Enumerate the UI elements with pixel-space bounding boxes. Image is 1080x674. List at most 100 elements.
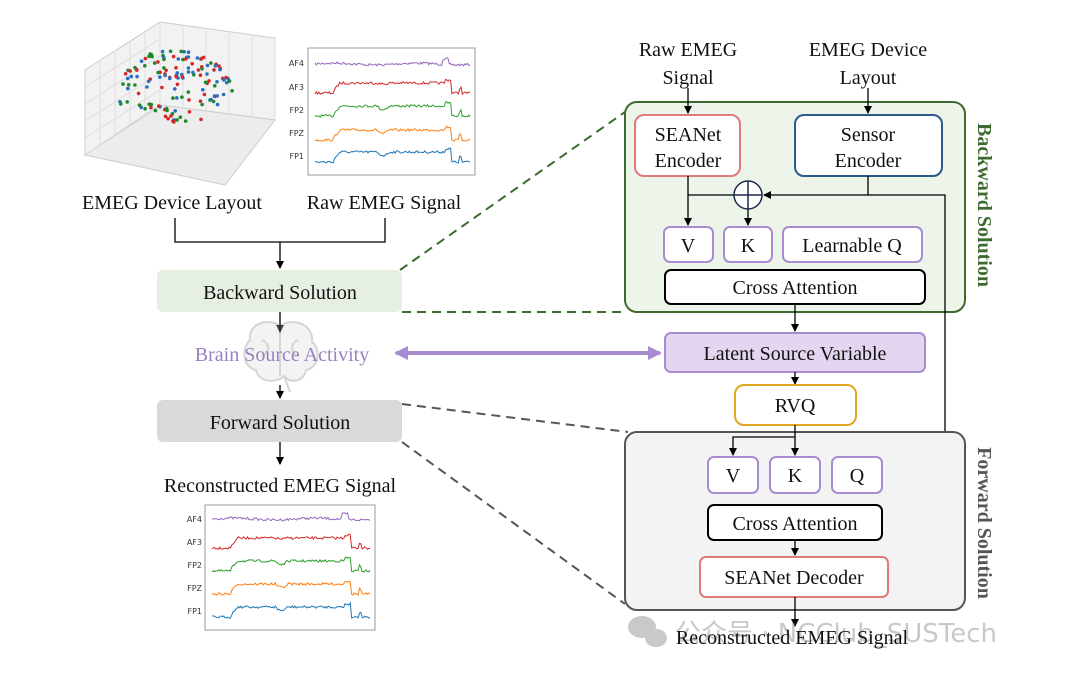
signal-trace <box>314 125 471 142</box>
sensor-point <box>158 75 162 79</box>
k-label: K <box>788 465 803 487</box>
sensor-point <box>174 74 178 79</box>
channel-label: FP2 <box>289 106 304 115</box>
signal-trace <box>314 147 471 164</box>
sensor-point <box>126 86 130 91</box>
cross-attention-label: Cross Attention <box>732 513 857 535</box>
grid-line <box>84 38 161 88</box>
grid-line <box>84 106 161 156</box>
sensor-point <box>215 102 220 107</box>
sensor-point <box>152 61 157 65</box>
sensor-point <box>209 61 213 65</box>
sensor-point <box>119 102 123 106</box>
signal-trace <box>211 533 371 550</box>
channel-label: FPZ <box>289 129 304 138</box>
sensor-point <box>224 75 228 80</box>
sensor-point <box>196 68 201 72</box>
sensor-point <box>126 83 131 87</box>
sensor-point <box>135 68 139 72</box>
sensor-point <box>163 114 168 119</box>
wechat-icon <box>628 616 667 647</box>
rvq-label: RVQ <box>775 395 816 417</box>
sensor-point <box>217 64 221 68</box>
arrow <box>729 436 795 456</box>
brain-source-activity-label: Brain Source Activity <box>195 344 369 366</box>
channel-label: AF4 <box>289 59 304 68</box>
sensor-point <box>198 73 203 77</box>
sensor-point <box>128 69 132 73</box>
signal-trace <box>211 512 371 522</box>
sensor-point <box>205 63 210 68</box>
watermark: 公众号 · NCClub_SUSTech <box>628 616 997 649</box>
sensor-point <box>211 99 216 104</box>
sensor-point <box>183 119 188 123</box>
sensor-point <box>145 85 149 89</box>
raw-signal-plot-frame <box>307 47 476 176</box>
sensor-point <box>212 94 217 98</box>
sensor-point <box>182 49 186 54</box>
sensor-point <box>222 78 226 82</box>
sensor-point <box>163 73 167 78</box>
sensor-point <box>135 74 139 79</box>
k-label: K <box>741 235 756 257</box>
seanet-decoder-box <box>699 556 889 598</box>
channel-label: FP2 <box>187 561 202 570</box>
v-label: V <box>681 235 696 257</box>
sensor-point <box>176 57 181 61</box>
sensor-point <box>227 79 232 83</box>
forward-solution-label: Forward Solution <box>210 412 351 434</box>
sensor-point <box>175 118 179 122</box>
sensor-point <box>200 102 204 107</box>
sensor-point <box>156 60 160 64</box>
sensor-point <box>175 96 179 100</box>
q-label: Q <box>850 465 865 487</box>
sensor-point <box>171 96 175 100</box>
sensor-point <box>205 72 209 76</box>
sensor-point <box>164 106 169 111</box>
sensor-point <box>175 82 180 87</box>
sensor-point <box>174 66 178 70</box>
sensor-point <box>169 114 173 118</box>
sensor-point <box>160 49 165 54</box>
sensor-point <box>218 67 222 72</box>
sensor-point <box>198 99 203 103</box>
signal-trace <box>314 57 471 67</box>
sensor-point <box>136 91 141 96</box>
sensor-point <box>187 110 192 114</box>
sensor-point <box>147 54 151 59</box>
forward-solution-title: Forward Solution <box>973 447 995 599</box>
sensor-point <box>186 70 191 74</box>
reconstructed-label: Reconstructed EMEG Signal <box>164 475 397 497</box>
sensor-point <box>202 92 207 97</box>
channel-label: FPZ <box>187 584 202 593</box>
device-layout-3d-plot <box>83 21 276 186</box>
sensor-point <box>203 80 208 85</box>
channel-label: FP1 <box>187 607 202 616</box>
sensor-point <box>156 70 160 75</box>
sensor-point <box>199 117 203 122</box>
sensor-encoder-label: Encoder <box>835 150 902 172</box>
sensor-point <box>213 84 217 88</box>
sensor-point <box>186 90 191 94</box>
sensor-point <box>168 76 172 81</box>
sensor-point <box>207 79 211 83</box>
raw-input-label: Signal <box>662 67 714 89</box>
latent-source-variable-label: Latent Source Variable <box>704 343 887 365</box>
sensor-point <box>164 68 168 73</box>
sensor-point <box>178 115 183 119</box>
layout-input-label: Layout <box>840 67 897 89</box>
sensor-point <box>179 49 183 54</box>
backward-solution-box <box>157 270 402 312</box>
sensor-point <box>191 70 195 75</box>
sensor-point <box>186 66 191 70</box>
sensor-point <box>175 71 180 75</box>
signal-trace <box>211 601 371 619</box>
sensor-point <box>199 56 204 61</box>
sensor-point <box>187 98 191 102</box>
seanet-encoder-label: SEANet <box>655 124 722 146</box>
k-box <box>769 456 821 494</box>
sensor-point <box>125 100 129 104</box>
sensor-point <box>168 49 173 54</box>
zoom-line <box>401 403 629 433</box>
